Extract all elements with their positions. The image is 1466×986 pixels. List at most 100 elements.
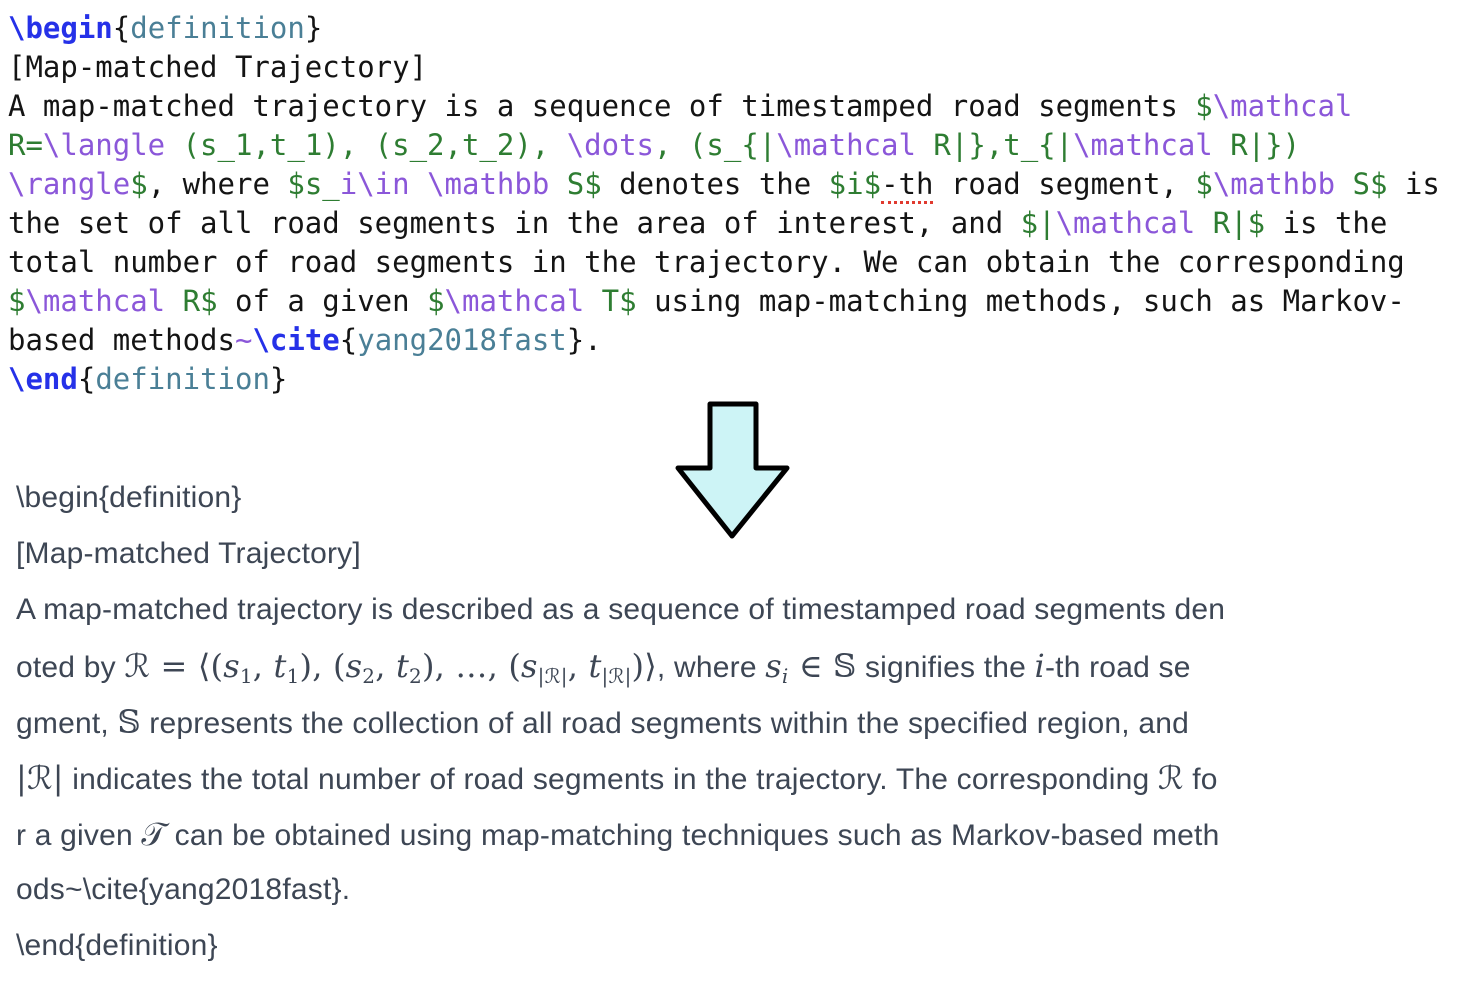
- text-line: oted by ℛ = ⟨(s1, t1), (s2, t2), …, (s|ℛ…: [16, 638, 1464, 694]
- text-segment: yang2018fast: [357, 323, 567, 357]
- text-segment: , where: [656, 651, 766, 684]
- text-segment: can be obtained using map-matching techn…: [166, 819, 1220, 852]
- text-segment: 1: [286, 664, 300, 688]
- text-segment: {: [112, 11, 131, 45]
- text-segment: }: [304, 11, 323, 45]
- text-segment: 1: [239, 664, 253, 688]
- text-segment: S$: [549, 167, 602, 201]
- code-line: the set of all road segments in the area…: [8, 204, 1464, 243]
- text-segment: R|},t_{|: [915, 128, 1074, 162]
- text-segment: ), …, (: [421, 647, 522, 685]
- text-segment: s: [521, 647, 538, 685]
- text-segment: $: [1195, 167, 1213, 201]
- text-segment: ∈ 𝕊: [788, 647, 857, 685]
- text-segment: }: [269, 362, 288, 396]
- text-line: ods~\cite{yang2018fast}.: [16, 862, 1464, 918]
- text-segment: |ℛ|: [601, 664, 632, 688]
- text-segment: 𝒯: [141, 815, 167, 853]
- text-segment: \mathbb: [1212, 167, 1336, 201]
- text-segment: \mathcal: [25, 284, 166, 318]
- text-segment: $: [1195, 89, 1213, 123]
- text-segment: denotes the: [601, 167, 829, 201]
- text-segment: , where: [147, 167, 288, 201]
- text-line: |ℛ| indicates the total number of road s…: [16, 750, 1464, 806]
- text-segment: {: [339, 323, 358, 357]
- text-line: gment, 𝕊 represents the collection of al…: [16, 694, 1464, 750]
- text-segment: ~: [234, 323, 253, 357]
- text-segment: )⟩: [631, 647, 657, 685]
- text-segment: [410, 167, 427, 201]
- text-segment: [Map-matched Trajectory]: [16, 537, 361, 570]
- latex-source-block: \begin{definition}[Map-matched Trajector…: [8, 9, 1464, 399]
- code-line: A map-matched trajectory is a sequence o…: [8, 87, 1464, 126]
- code-line: based methods~\cite{yang2018fast}.: [8, 321, 1464, 360]
- text-segment: R$: [165, 284, 218, 318]
- text-segment: i: [781, 664, 789, 688]
- text-segment: using map-matching methods, such as Mark…: [636, 284, 1405, 318]
- text-segment: t: [395, 647, 410, 685]
- text-segment: $s_: [287, 167, 340, 201]
- text-segment: \end{definition}: [16, 929, 218, 962]
- text-segment: t: [273, 647, 287, 685]
- text-segment: signifies the: [856, 651, 1035, 684]
- text-segment: }.: [566, 323, 602, 357]
- text-segment: {: [77, 362, 96, 396]
- text-segment: $i$: [828, 167, 882, 201]
- text-segment: definition: [130, 11, 305, 45]
- text-segment: \mathcal: [776, 128, 916, 162]
- text-segment: S$: [1335, 167, 1388, 201]
- text-segment: 𝕊: [117, 703, 141, 741]
- text-segment: ,: [567, 647, 589, 685]
- text-segment: [Map-matched Trajectory]: [8, 50, 428, 84]
- code-line: $\mathcal R$ of a given $\mathcal T$ usi…: [8, 282, 1464, 321]
- rendered-output-block: \begin{definition} [Map-matched Trajector…: [16, 470, 1464, 974]
- text-segment: ℛ: [124, 647, 151, 685]
- text-segment: indicates the total number of road segme…: [63, 763, 1158, 796]
- text-segment: \langle: [42, 128, 166, 162]
- text-segment: \mathcal: [1055, 206, 1196, 240]
- text-line: \end{definition}: [16, 918, 1464, 974]
- text-segment: ,: [252, 647, 274, 685]
- text-segment: road segment,: [933, 167, 1196, 201]
- text-segment: \dots: [566, 128, 655, 162]
- text-segment: i\in: [339, 167, 410, 201]
- text-segment: r a given: [16, 819, 142, 852]
- text-segment: T$: [584, 284, 637, 318]
- text-segment: \end: [8, 362, 78, 396]
- down-arrow-icon: [675, 401, 790, 539]
- text-line: r a given 𝒯 can be obtained using map-ma…: [16, 806, 1464, 862]
- text-segment: ,: [375, 647, 396, 685]
- text-segment: -th: [881, 167, 934, 204]
- text-segment: oted by: [16, 651, 125, 684]
- text-segment: R|}): [1212, 128, 1301, 162]
- text-segment: ℛ: [1157, 759, 1184, 797]
- text-segment: is: [1387, 167, 1440, 201]
- text-segment: gment,: [16, 707, 118, 740]
- text-segment: the set of all road segments in the area…: [8, 206, 1021, 240]
- text-segment: \mathcal: [1073, 128, 1213, 162]
- text-segment: \begin{definition}: [16, 481, 242, 514]
- code-line: [Map-matched Trajectory]: [8, 48, 1464, 87]
- text-segment: A map-matched trajectory is a sequence o…: [8, 89, 1196, 123]
- text-segment: \cite: [252, 323, 340, 357]
- text-segment: ods~\cite{yang2018fast}.: [16, 873, 351, 906]
- text-segment: 2: [362, 664, 376, 688]
- text-segment: is the: [1265, 206, 1388, 240]
- text-segment: \mathcal: [444, 284, 585, 318]
- text-segment: |ℛ|: [537, 664, 568, 688]
- text-segment: ), (: [299, 647, 346, 685]
- code-line: \begin{definition}: [8, 9, 1464, 48]
- text-segment: $: [130, 167, 148, 201]
- text-segment: \mathbb: [427, 167, 550, 201]
- text-segment: 2: [409, 664, 422, 688]
- text-segment: \rangle: [8, 167, 131, 201]
- code-line: \rangle$, where $s_i\in \mathbb S$ denot…: [8, 165, 1464, 204]
- code-line: R=\langle (s_1,t_1), (s_2,t_2), \dots, (…: [8, 126, 1464, 165]
- text-segment: R|$: [1195, 206, 1266, 240]
- code-line: \end{definition}: [8, 360, 1464, 399]
- text-segment: of a given: [217, 284, 428, 318]
- text-segment: A map-matched trajectory is described as…: [16, 593, 1226, 626]
- text-segment: represents the collection of all road se…: [140, 707, 1190, 740]
- text-segment: total number of road segments in the tra…: [8, 245, 1405, 279]
